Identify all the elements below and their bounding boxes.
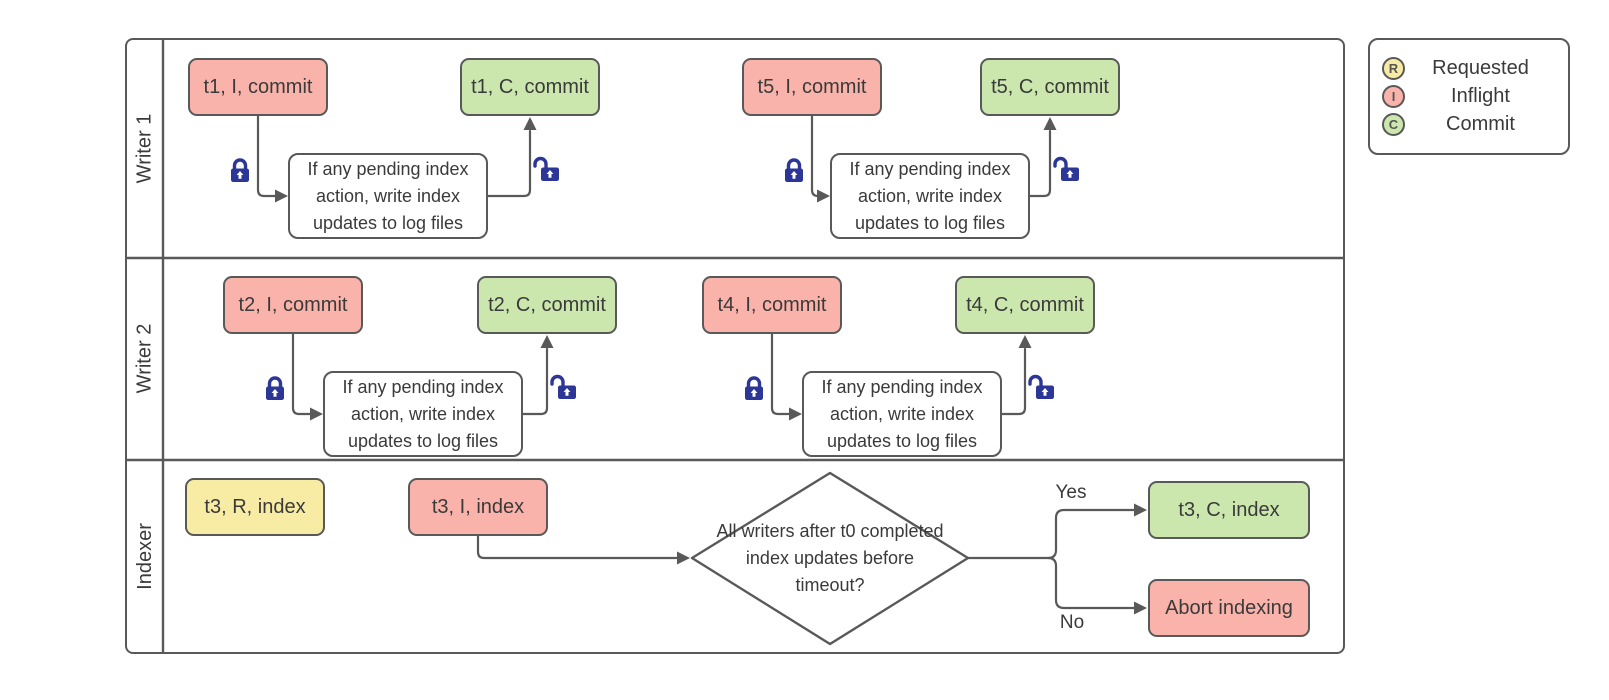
legend-item-commit: C Commit: [1382, 113, 1556, 136]
lock-closed-icon: [229, 158, 251, 184]
node-t4-inflight: t4, I, commit: [702, 276, 842, 334]
node-t3-inflight: t3, I, index: [408, 478, 548, 536]
node-t5-commit: t5, C, commit: [980, 58, 1120, 116]
arrowhead: [540, 335, 554, 348]
lock-open-icon: [533, 156, 561, 183]
lane-label-text: Indexer: [133, 522, 156, 590]
arrowhead: [1134, 503, 1147, 517]
arrowhead: [310, 407, 323, 421]
connector-decision-no: [1046, 556, 1137, 610]
arrowhead: [677, 551, 690, 565]
connector-t2-to-process: [291, 332, 313, 416]
node-t1-inflight: t1, I, commit: [188, 58, 328, 116]
arrowhead: [275, 189, 288, 203]
arrowhead: [817, 189, 830, 203]
connector-process-to-t5c: [1028, 129, 1052, 198]
lock-closed-icon: [264, 376, 286, 402]
no-label: No: [1059, 612, 1085, 633]
arrowhead: [1043, 117, 1057, 130]
lock-closed-icon: [743, 376, 765, 402]
decision-text: All writers after t0 completed index upd…: [716, 521, 944, 595]
inflight-state-icon: I: [1382, 85, 1405, 108]
node-t1-commit: t1, C, commit: [460, 58, 600, 116]
process-box-writer2-t4: If any pending index action, write index…: [802, 371, 1002, 457]
process-box-writer2-t2: If any pending index action, write index…: [323, 371, 523, 457]
connector-process-to-t1c: [486, 129, 532, 198]
arrowhead: [1018, 335, 1032, 348]
decision-diamond: [690, 471, 970, 646]
process-box-writer1-t5: If any pending index action, write index…: [830, 153, 1030, 239]
lane-label-text: Writer 2: [133, 323, 156, 394]
node-t2-commit: t2, C, commit: [477, 276, 617, 334]
connector-t5-to-process: [810, 114, 820, 198]
node-abort-indexing: Abort indexing: [1148, 579, 1310, 637]
commit-state-icon: C: [1382, 113, 1405, 136]
connector-process-to-t4c: [1000, 347, 1027, 416]
legend-label: Requested: [1432, 57, 1529, 79]
yes-label: Yes: [1055, 482, 1087, 503]
connector-t1-to-process: [256, 114, 278, 198]
node-t2-inflight: t2, I, commit: [223, 276, 363, 334]
arrowhead: [523, 117, 537, 130]
connector-t4-to-process: [770, 332, 792, 416]
legend-label: Commit: [1446, 113, 1515, 135]
lock-open-icon: [1028, 374, 1056, 401]
node-t3-commit: t3, C, index: [1148, 481, 1310, 539]
arrowhead: [1134, 601, 1147, 615]
connector-process-to-t2c: [521, 347, 549, 416]
arrowheads: [275, 117, 1147, 615]
legend-label: Inflight: [1451, 85, 1510, 107]
lane-label-writer2: Writer 2: [126, 259, 164, 458]
node-t4-commit: t4, C, commit: [955, 276, 1095, 334]
node-t5-inflight: t5, I, commit: [742, 58, 882, 116]
legend: R Requested I Inflight C Commit: [1368, 38, 1570, 155]
arrowhead: [789, 407, 802, 421]
lock-open-icon: [1053, 156, 1081, 183]
connectors: [256, 114, 1137, 610]
requested-state-icon: R: [1382, 57, 1405, 80]
lane-label-indexer: Indexer: [126, 461, 164, 651]
process-box-writer1-t1: If any pending index action, write index…: [288, 153, 488, 239]
legend-item-inflight: I Inflight: [1382, 85, 1556, 108]
lane-label-writer1: Writer 1: [126, 40, 164, 256]
connector-t3-to-decision: [476, 534, 680, 560]
legend-item-requested: R Requested: [1382, 57, 1556, 80]
lane-label-text: Writer 1: [133, 113, 156, 183]
lock-closed-icon: [783, 158, 805, 184]
lane-divider-lines: [126, 40, 1344, 652]
connector-decision-yes: [966, 508, 1137, 560]
node-t3-requested: t3, R, index: [185, 478, 325, 536]
lock-open-icon: [550, 374, 578, 401]
